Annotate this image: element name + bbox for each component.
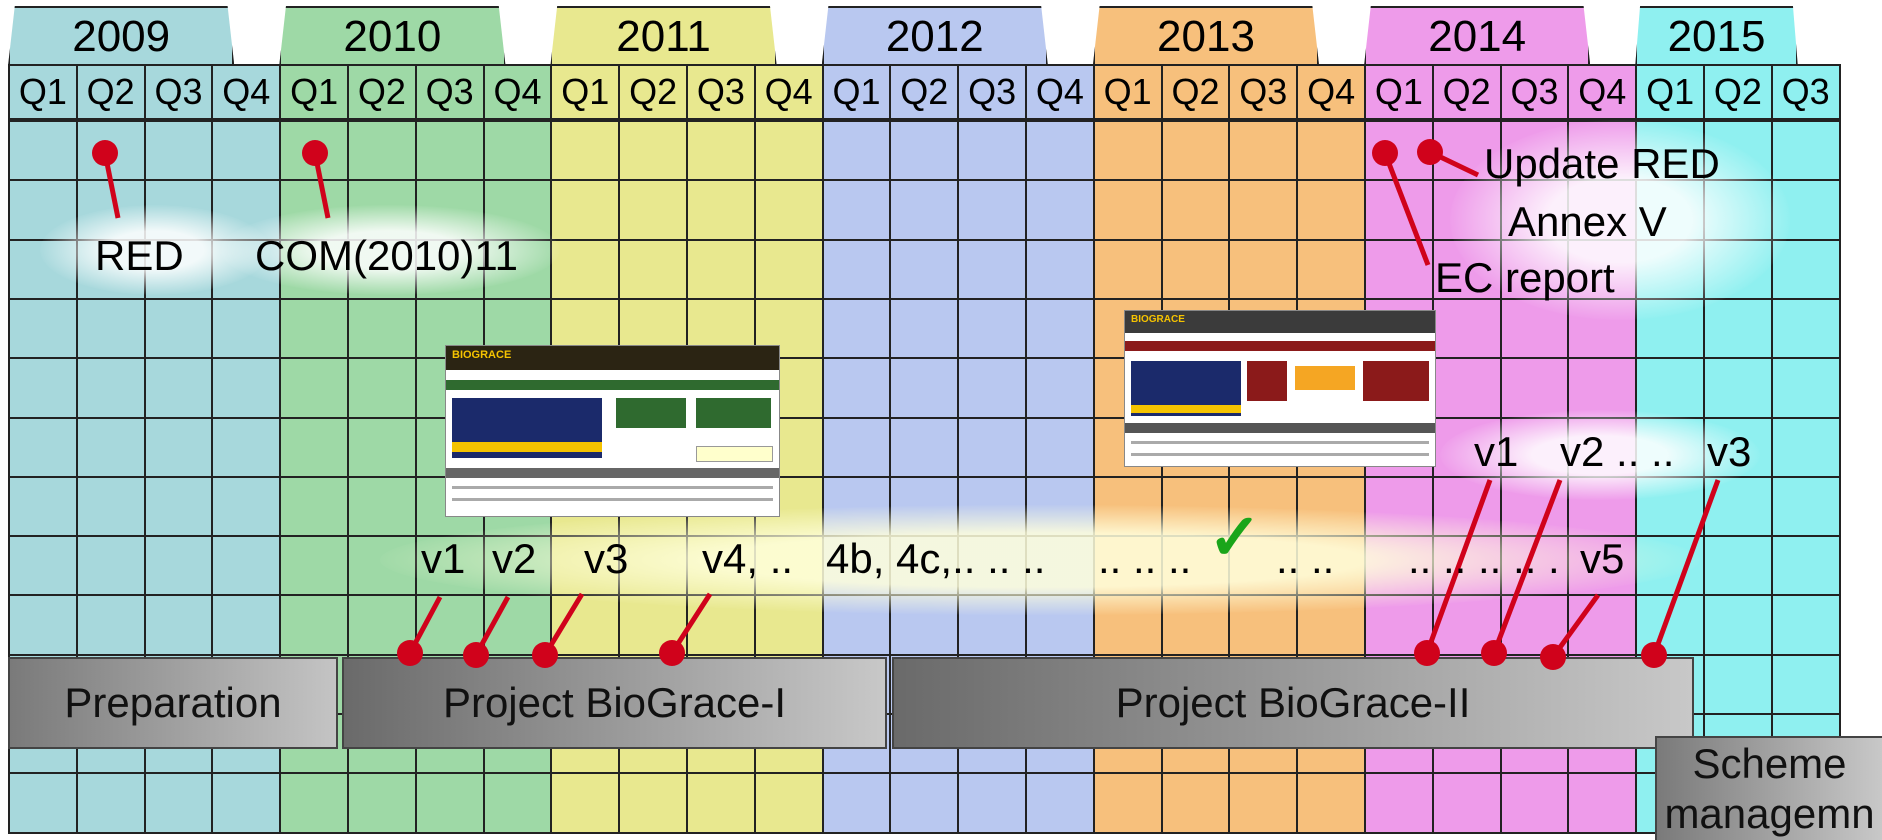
year-tab: 2011 bbox=[550, 6, 777, 66]
quarter-header: Q2 bbox=[1703, 64, 1773, 120]
checkmark-icon: ✓ bbox=[1208, 501, 1262, 573]
quarter-header: Q1 bbox=[821, 64, 892, 120]
quarter-header: Q3 bbox=[686, 64, 756, 120]
grid-hline bbox=[8, 179, 1839, 182]
scheme-version-v1: v1 bbox=[1474, 428, 1519, 475]
connector-scheme-v1 bbox=[1424, 479, 1493, 654]
quarter-header: Q4 bbox=[753, 64, 824, 120]
quarter-header: Q4 bbox=[1567, 64, 1638, 120]
grid-hline bbox=[8, 416, 1839, 419]
connector-ec-report bbox=[1382, 152, 1431, 266]
quarter-header: Q3 bbox=[143, 64, 214, 120]
quarter-header: Q2 bbox=[1160, 64, 1231, 120]
year-tab: 2010 bbox=[279, 6, 506, 66]
grid-hline bbox=[8, 120, 1839, 122]
marker-dot-v3 bbox=[532, 642, 558, 668]
year-tab: 2015 bbox=[1635, 6, 1798, 66]
marker-dot-red bbox=[92, 140, 118, 166]
quarter-header: Q4 bbox=[1025, 64, 1095, 120]
quarter-header: Q1 bbox=[1635, 64, 1705, 120]
phase-biograce-2-label: Project BioGrace-II bbox=[1115, 679, 1471, 726]
grid-hline bbox=[8, 653, 1839, 656]
marker-dot-v5 bbox=[1540, 644, 1566, 670]
version-v1: v1 bbox=[421, 535, 466, 582]
scheme-version-v2: v2 .. .. bbox=[1560, 428, 1675, 475]
year-tab: 2014 bbox=[1364, 6, 1591, 66]
quarter-header: Q4 bbox=[211, 64, 282, 120]
quarter-header: Q4 bbox=[1296, 64, 1366, 120]
version-v4: v4, .. bbox=[702, 535, 794, 582]
glow-scheme-versions bbox=[1440, 410, 1760, 500]
event-com-label: COM(2010)11 bbox=[255, 232, 518, 279]
grid-hline bbox=[8, 357, 1839, 360]
grid-hline bbox=[8, 831, 1839, 834]
quarter-header: Q2 bbox=[347, 64, 417, 120]
thumbnail-logo-1: BIOGRACE bbox=[452, 349, 512, 361]
quarter-header: Q2 bbox=[618, 64, 688, 120]
quarter-header: Q3 bbox=[1228, 64, 1299, 120]
version-v4b: 4b, 4c,.. .. .. bbox=[826, 535, 1046, 582]
version-dots-3: .. .. .. .. . bbox=[1408, 535, 1560, 582]
grid-hline bbox=[8, 772, 1839, 775]
glow-com bbox=[220, 205, 560, 295]
phase-scheme-label-1: Scheme bbox=[1692, 740, 1847, 787]
quarter-header: Q1 bbox=[279, 64, 349, 120]
marker-dot-scheme-v3 bbox=[1641, 642, 1667, 668]
quarter-header: Q3 bbox=[414, 64, 485, 120]
event-update-red-label-1: Update RED bbox=[1484, 140, 1720, 187]
quarter-header: Q1 bbox=[8, 64, 78, 120]
version-dots-2: .. .. bbox=[1276, 535, 1335, 582]
marker-dot-ec-report bbox=[1372, 140, 1398, 166]
connector-scheme-v3 bbox=[1651, 479, 1721, 656]
quarter-header: Q1 bbox=[550, 64, 621, 120]
version-v2: v2 bbox=[492, 535, 537, 582]
grid-vline bbox=[1838, 120, 1841, 832]
quarter-header: Q3 bbox=[1770, 64, 1841, 120]
quarter-header: Q1 bbox=[1092, 64, 1163, 120]
marker-dot-scheme-v1 bbox=[1414, 640, 1440, 666]
quarter-header: Q3 bbox=[957, 64, 1027, 120]
marker-dot-update-red bbox=[1417, 139, 1443, 165]
phase-preparation: Preparation bbox=[8, 657, 338, 749]
marker-dot-v2 bbox=[463, 642, 489, 668]
grid-hline bbox=[8, 297, 1839, 300]
marker-dot-v1 bbox=[397, 640, 423, 666]
scheme-version-v3: v3 bbox=[1707, 428, 1752, 475]
phase-biograce-1-label: Project BioGrace-I bbox=[442, 679, 787, 726]
glow-versions bbox=[380, 505, 1700, 615]
version-v3: v3 bbox=[584, 535, 629, 582]
year-tab: 2013 bbox=[1092, 6, 1320, 66]
phase-scheme-label-2: managemn bbox=[1664, 790, 1875, 837]
event-update-red-label-2: Annex V bbox=[1508, 198, 1667, 245]
event-ec-report-label: EC report bbox=[1435, 254, 1615, 301]
quarter-header: Q3 bbox=[1499, 64, 1570, 120]
phase-biograce-1: Project BioGrace-I bbox=[342, 657, 887, 749]
marker-dot-scheme-v2 bbox=[1481, 640, 1507, 666]
phase-preparation-label: Preparation bbox=[64, 679, 282, 726]
quarter-header: Q4 bbox=[482, 64, 553, 120]
grid-hline bbox=[8, 475, 1839, 478]
connector-scheme-v2 bbox=[1491, 479, 1563, 654]
marker-dot-com bbox=[302, 140, 328, 166]
phase-biograce-2: Project BioGrace-II bbox=[892, 657, 1694, 749]
thumbnail-logo-2: BIOGRACE bbox=[1131, 314, 1185, 325]
screenshot-thumbnail-2: BIOGRACE bbox=[1124, 310, 1436, 467]
version-dots-1: .. .. .. bbox=[1098, 535, 1192, 582]
event-red-label: RED bbox=[95, 232, 184, 279]
glow-update bbox=[1450, 120, 1790, 320]
screenshot-thumbnail-1: BIOGRACE bbox=[445, 345, 780, 517]
phase-scheme-management: Scheme managemn bbox=[1655, 736, 1882, 840]
grid-hline bbox=[8, 238, 1839, 241]
marker-dot-v4 bbox=[659, 640, 685, 666]
version-v5: v5 bbox=[1580, 535, 1625, 582]
